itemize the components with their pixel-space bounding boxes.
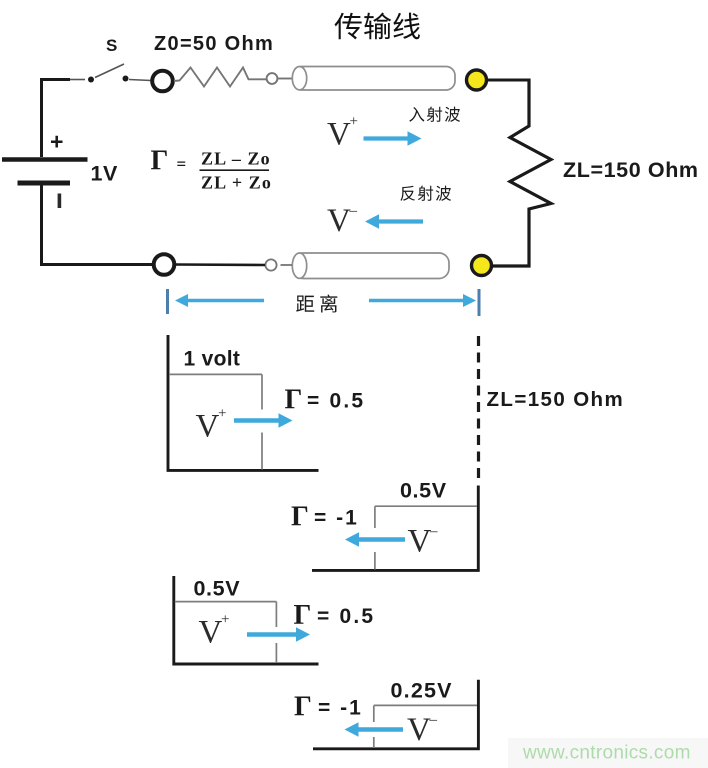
svg-text:V: V	[408, 524, 432, 560]
svg-text:V: V	[196, 409, 220, 445]
svg-text:Γ: Γ	[151, 146, 169, 177]
svg-text:= -1: = -1	[318, 697, 363, 720]
svg-text:= 0.5: = 0.5	[317, 605, 375, 628]
svg-text:ZL + Zo: ZL + Zo	[201, 173, 272, 193]
svg-text:www.cntronics.com: www.cntronics.com	[522, 743, 691, 764]
svg-text:V: V	[327, 117, 351, 153]
svg-text:+: +	[350, 114, 358, 130]
svg-text:0.25V: 0.25V	[391, 679, 453, 703]
svg-text:S: S	[106, 36, 117, 55]
svg-text:–: –	[429, 712, 438, 728]
svg-text:0.5V: 0.5V	[194, 577, 241, 601]
svg-text:ZL=150 Ohm: ZL=150 Ohm	[563, 158, 699, 182]
svg-text:–: –	[429, 524, 438, 540]
svg-text:+: +	[221, 612, 229, 628]
svg-text:1 volt: 1 volt	[184, 348, 241, 371]
svg-text:ZL=150 Ohm: ZL=150 Ohm	[487, 388, 625, 411]
svg-text:Γ: Γ	[285, 385, 303, 416]
svg-text:0.5V: 0.5V	[400, 479, 447, 503]
svg-text:+: +	[50, 129, 63, 155]
svg-text:Z0=50 Ohm: Z0=50 Ohm	[154, 33, 274, 55]
svg-text:V: V	[199, 615, 223, 651]
svg-text:V: V	[327, 203, 351, 239]
svg-text:–: –	[349, 203, 358, 219]
svg-text:ZL – Zo: ZL – Zo	[201, 149, 271, 169]
svg-text:=: =	[177, 155, 187, 174]
svg-text:Γ: Γ	[294, 600, 312, 631]
svg-text:= -1: = -1	[314, 507, 359, 530]
svg-text:+: +	[218, 406, 226, 422]
svg-text:V: V	[407, 712, 431, 748]
svg-text:1V: 1V	[91, 162, 118, 186]
svg-text:Γ: Γ	[291, 502, 309, 533]
svg-text:= 0.5: = 0.5	[307, 390, 365, 413]
svg-text:Γ: Γ	[294, 692, 312, 723]
